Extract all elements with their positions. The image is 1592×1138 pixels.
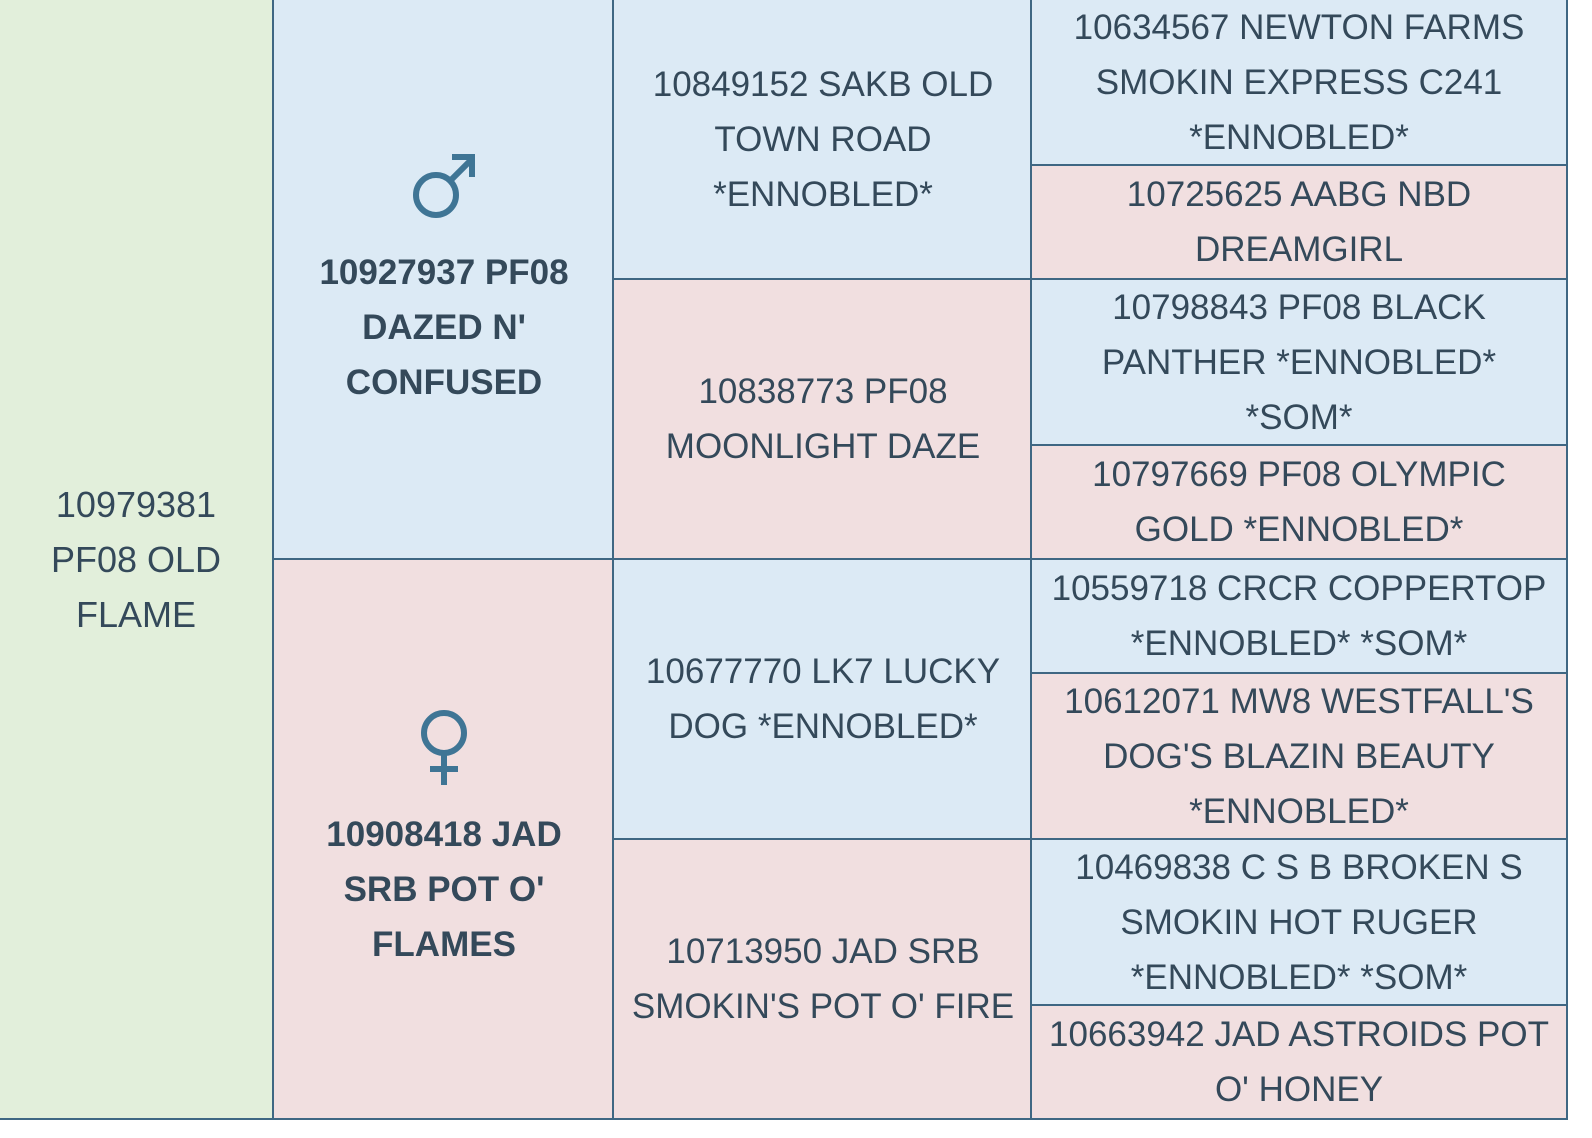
great-grandparent-cell-6: 10612071 MW8 WESTFALL'S DOG'S BLAZIN BEA… [1030,672,1568,840]
dam-cell: 10908418 JAD SRB POT O' FLAMES [272,558,616,1120]
subject-cell: 10979381 PF08 OLD FLAME [0,0,274,1120]
grandsire-maternal-name: 10677770 LK7 LUCKY DOG *ENNOBLED* [645,652,1001,746]
great-grandparent-name: 10612071 MW8 WESTFALL'S DOG'S BLAZIN BEA… [1064,681,1534,831]
sire-name: 10927937 PF08 DAZED N' CONFUSED [319,252,569,402]
great-grandparent-name: 10634567 NEWTON FARMS SMOKIN EXPRESS C24… [1073,7,1525,157]
granddam-maternal-name: 10713950 JAD SRB SMOKIN'S POT O' FIRE [631,932,1015,1026]
granddam-paternal-cell: 10838773 PF08 MOONLIGHT DAZE [612,278,1034,560]
great-grandparent-cell-7: 10469838 C S B BROKEN S SMOKIN HOT RUGER… [1030,838,1568,1006]
great-grandparent-name: 10725625 AABG NBD DREAMGIRL [1126,175,1472,269]
male-symbol-icon [406,149,482,241]
great-grandparent-cell-8: 10663942 JAD ASTROIDS POT O' HONEY [1030,1004,1568,1120]
great-grandparent-cell-2: 10725625 AABG NBD DREAMGIRL [1030,164,1568,280]
grandsire-paternal-cell: 10849152 SAKB OLD TOWN ROAD *ENNOBLED* [612,0,1034,280]
great-grandparent-name: 10469838 C S B BROKEN S SMOKIN HOT RUGER… [1075,847,1523,997]
granddam-paternal-name: 10838773 PF08 MOONLIGHT DAZE [665,372,981,466]
great-grandparent-cell-3: 10798843 PF08 BLACK PANTHER *ENNOBLED* *… [1030,278,1568,446]
dam-name: 10908418 JAD SRB POT O' FLAMES [326,814,562,964]
female-symbol-icon [414,707,474,803]
great-grandparent-name: 10559718 CRCR COPPERTOP *ENNOBLED* *SOM* [1051,569,1547,663]
great-grandparent-name: 10797669 PF08 OLYMPIC GOLD *ENNOBLED* [1092,455,1506,549]
great-grandparent-cell-1: 10634567 NEWTON FARMS SMOKIN EXPRESS C24… [1030,0,1568,166]
subject-name: 10979381 PF08 OLD FLAME [50,483,222,635]
grandsire-maternal-cell: 10677770 LK7 LUCKY DOG *ENNOBLED* [612,558,1034,840]
great-grandparent-name: 10798843 PF08 BLACK PANTHER *ENNOBLED* *… [1101,287,1497,437]
sire-cell: 10927937 PF08 DAZED N' CONFUSED [272,0,616,560]
great-grandparent-name: 10663942 JAD ASTROIDS POT O' HONEY [1049,1015,1549,1109]
grandsire-paternal-name: 10849152 SAKB OLD TOWN ROAD *ENNOBLED* [652,64,994,214]
great-grandparent-cell-5: 10559718 CRCR COPPERTOP *ENNOBLED* *SOM* [1030,558,1568,674]
great-grandparent-cell-4: 10797669 PF08 OLYMPIC GOLD *ENNOBLED* [1030,444,1568,560]
granddam-maternal-cell: 10713950 JAD SRB SMOKIN'S POT O' FIRE [612,838,1034,1120]
